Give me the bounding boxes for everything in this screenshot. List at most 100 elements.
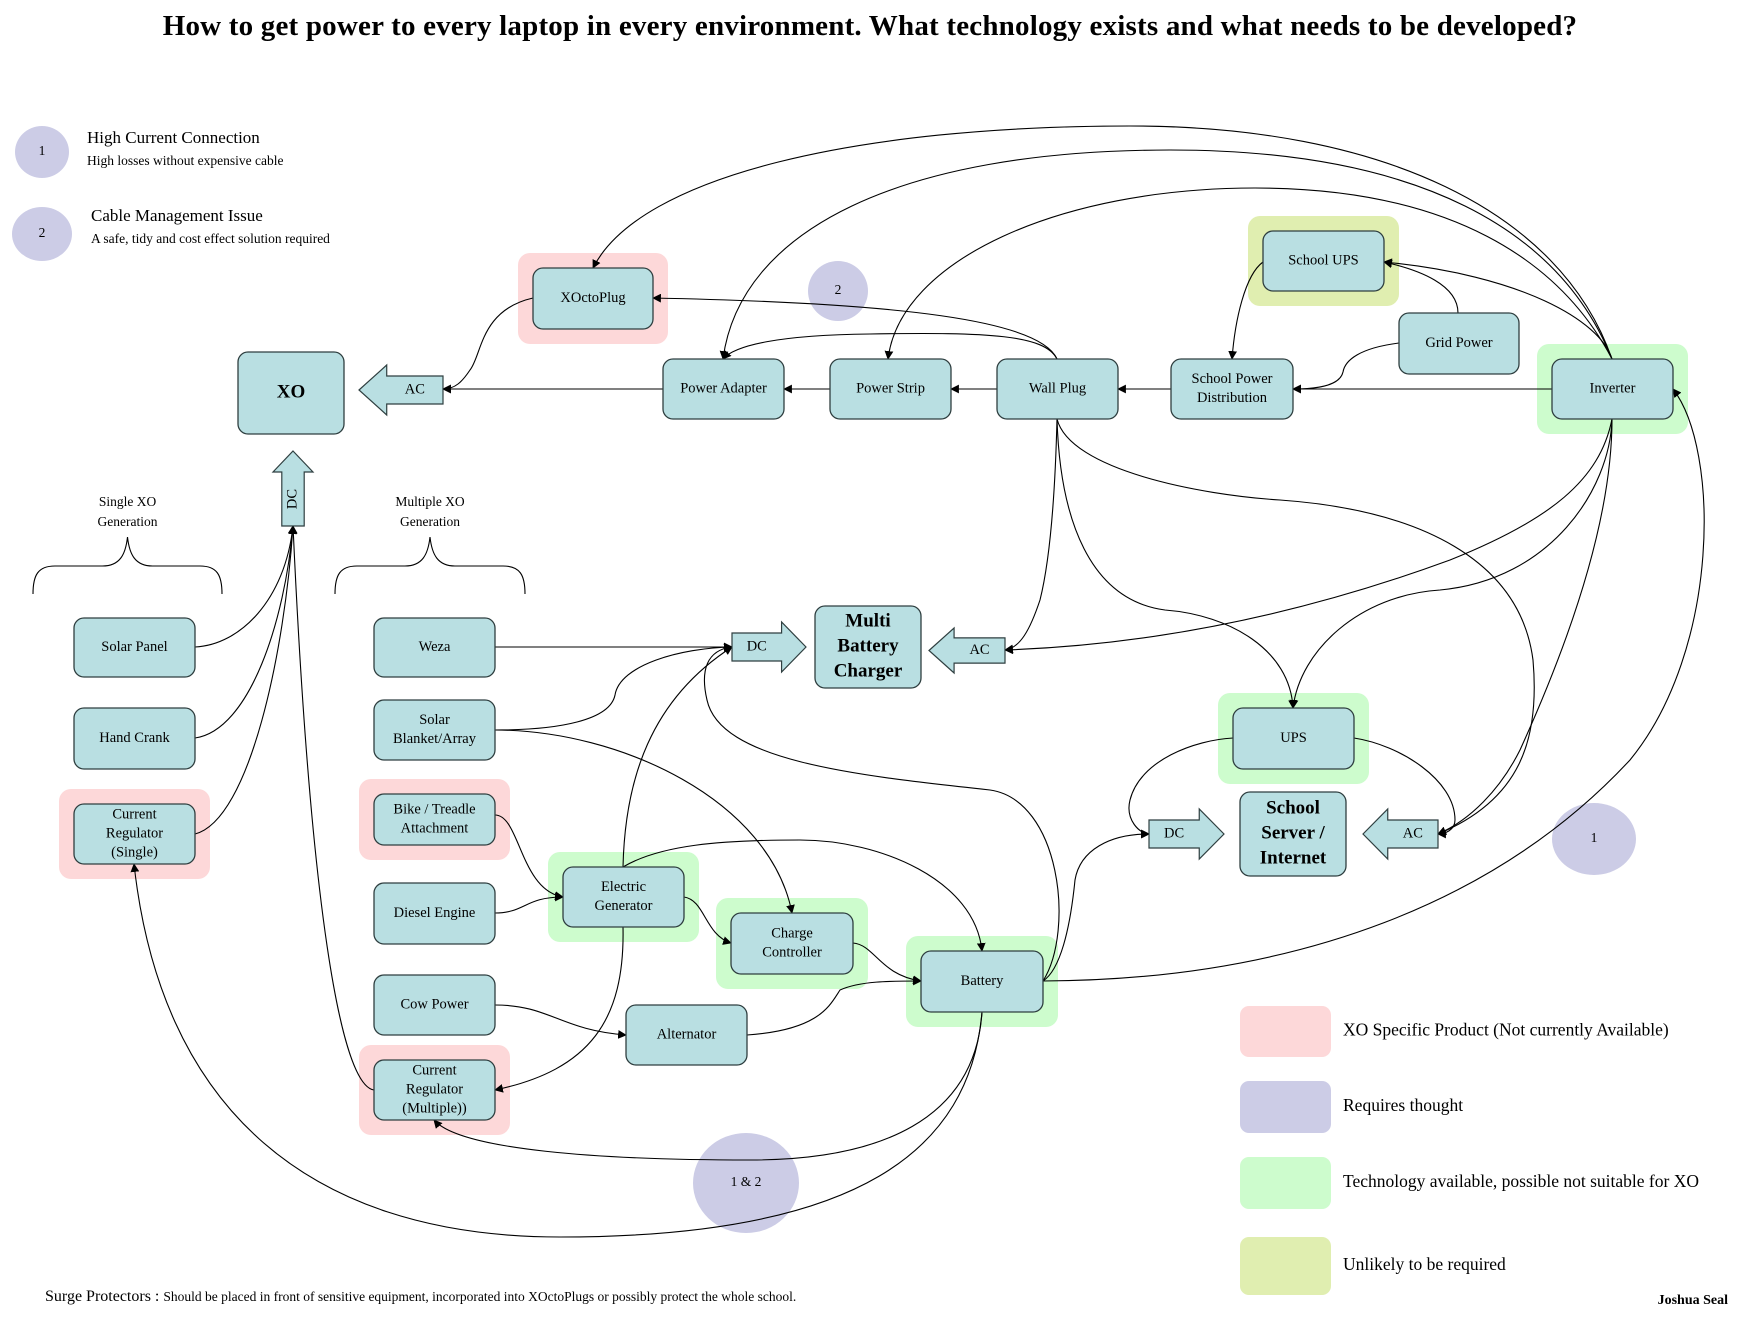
- edge-regulator-multiple-to-dc: [288, 525, 375, 1091]
- issue-note-2: 2 Cable Management Issue A safe, tidy and …: [12, 206, 330, 261]
- node-alternator[interactable]: Alternator: [625, 1004, 748, 1066]
- edge-solar-blanket-to-charge-controller: [494, 729, 795, 914]
- node-school-ups[interactable]: School UPS: [1262, 230, 1385, 292]
- edge-generator-to-regulator-multiple: [494, 926, 624, 1093]
- edge-regulator-single-to-dc: [194, 525, 297, 835]
- edge-school-ups-to-distribution: [1228, 261, 1264, 360]
- node-solar-panel[interactable]: Solar Panel: [73, 617, 196, 678]
- edge-inverter-to-strip: [884, 187, 1613, 360]
- node-hand-crank[interactable]: Hand Crank: [73, 707, 196, 770]
- issue-marker-1: 1: [1552, 803, 1636, 875]
- issue-note-title: High Current Connection: [87, 128, 260, 147]
- node-grid-power[interactable]: Grid Power: [1398, 312, 1520, 375]
- node-wall-plug[interactable]: Wall Plug: [996, 358, 1119, 420]
- issue-note-number: 1: [39, 143, 46, 158]
- edge-grid-to-school-ups: [1383, 259, 1459, 314]
- brace-shape: [334, 536, 526, 595]
- node-label: Power Strip: [856, 380, 925, 396]
- legend: XO Specific Product (Not currently Avail…: [1240, 1006, 1699, 1295]
- legend-item: XO Specific Product (Not currently Avail…: [1240, 1006, 1669, 1057]
- edge-wall-plug-to-adapter: [722, 332, 1058, 360]
- edge-generator-to-battery: [622, 839, 986, 952]
- edge-charge-controller-to-battery: [852, 942, 922, 985]
- node-xoctoplug[interactable]: XOctoPlug: [532, 267, 654, 330]
- edge-wall-plug-to-xoctoplug: [652, 293, 1058, 360]
- edge-ups-to-server-ac: [1353, 737, 1456, 839]
- node-label: Battery: [961, 973, 1004, 989]
- node-ups[interactable]: UPS: [1232, 707, 1355, 770]
- edge-battery-to-regulator-multiple: [433, 1011, 983, 1161]
- legend-swatch: [1240, 1081, 1331, 1133]
- mbc-ac-connector-label: AC: [969, 642, 989, 658]
- node-diesel-engine[interactable]: Diesel Engine: [373, 882, 496, 945]
- edge-hand-crank-to-dc: [194, 525, 297, 739]
- mbc-dc-connector: DC: [731, 620, 807, 674]
- issue-note-number: 2: [39, 225, 46, 240]
- brace-shape: [32, 536, 223, 595]
- edge-diesel-to-generator: [494, 892, 564, 914]
- issue-markers: 2 1 1 & 2: [693, 261, 1636, 1233]
- edge-xoctoplug-to-ac: [442, 297, 534, 394]
- edge-inverter-to-server-ac: [1437, 418, 1613, 835]
- issue-note-title: Cable Management Issue: [91, 206, 263, 225]
- node-label: Grid Power: [1425, 335, 1492, 351]
- issue-note-subtitle: A safe, tidy and cost effect solution re…: [91, 231, 330, 246]
- node-power-strip[interactable]: Power Strip: [829, 358, 952, 420]
- node-label: Alternator: [657, 1026, 717, 1042]
- legend-item: Technology available, possible not suita…: [1240, 1157, 1699, 1209]
- edge-grid-to-distribution: [1292, 342, 1400, 394]
- legend-label: Technology available, possible not suita…: [1343, 1171, 1699, 1191]
- issue-marker-2-label: 2: [835, 282, 842, 297]
- issue-marker-1-and-2: 1 & 2: [693, 1133, 799, 1233]
- edge-battery-to-inverter: [1042, 388, 1705, 982]
- node-label: Wall Plug: [1029, 380, 1086, 396]
- edge-generator-to-charge-controller: [683, 896, 732, 945]
- xo-ac-connector-label: AC: [405, 381, 425, 397]
- node-xo[interactable]: XO: [237, 351, 345, 435]
- xo-dc-connector: DC: [271, 450, 315, 527]
- edge-bike-to-generator: [494, 814, 564, 901]
- node-label: Inverter: [1590, 380, 1636, 396]
- node-inverter[interactable]: Inverter: [1551, 358, 1674, 420]
- edge-battery-to-server-dc: [1042, 829, 1150, 982]
- server-ac-connector-label: AC: [1403, 825, 1423, 841]
- issue-marker-2: 2: [808, 261, 868, 321]
- node-battery[interactable]: Battery: [920, 950, 1044, 1013]
- node-label: UPS: [1280, 730, 1307, 746]
- node-cow-power[interactable]: Cow Power: [373, 974, 496, 1036]
- issue-note-subtitle: High losses without expensive cable: [87, 153, 283, 168]
- server-dc-connector-label: DC: [1164, 825, 1184, 841]
- node-label: XOctoPlug: [560, 290, 625, 306]
- edge-battery-to-regulator-single: [130, 863, 983, 1238]
- edge-solar-panel-to-dc: [194, 525, 297, 648]
- edge-generator-to-mbc-dc: [622, 646, 733, 868]
- node-weza[interactable]: Weza: [373, 617, 496, 678]
- node-label: Cow Power: [400, 996, 468, 1012]
- surge-protector-note: Surge Protectors : Should be placed in f…: [45, 1288, 796, 1306]
- legend-item: Requires thought: [1240, 1081, 1463, 1133]
- edge-inverter-to-adapter: [719, 149, 1613, 360]
- legend-item: Unlikely to be required: [1240, 1237, 1506, 1295]
- node-power-adapter[interactable]: Power Adapter: [662, 358, 785, 420]
